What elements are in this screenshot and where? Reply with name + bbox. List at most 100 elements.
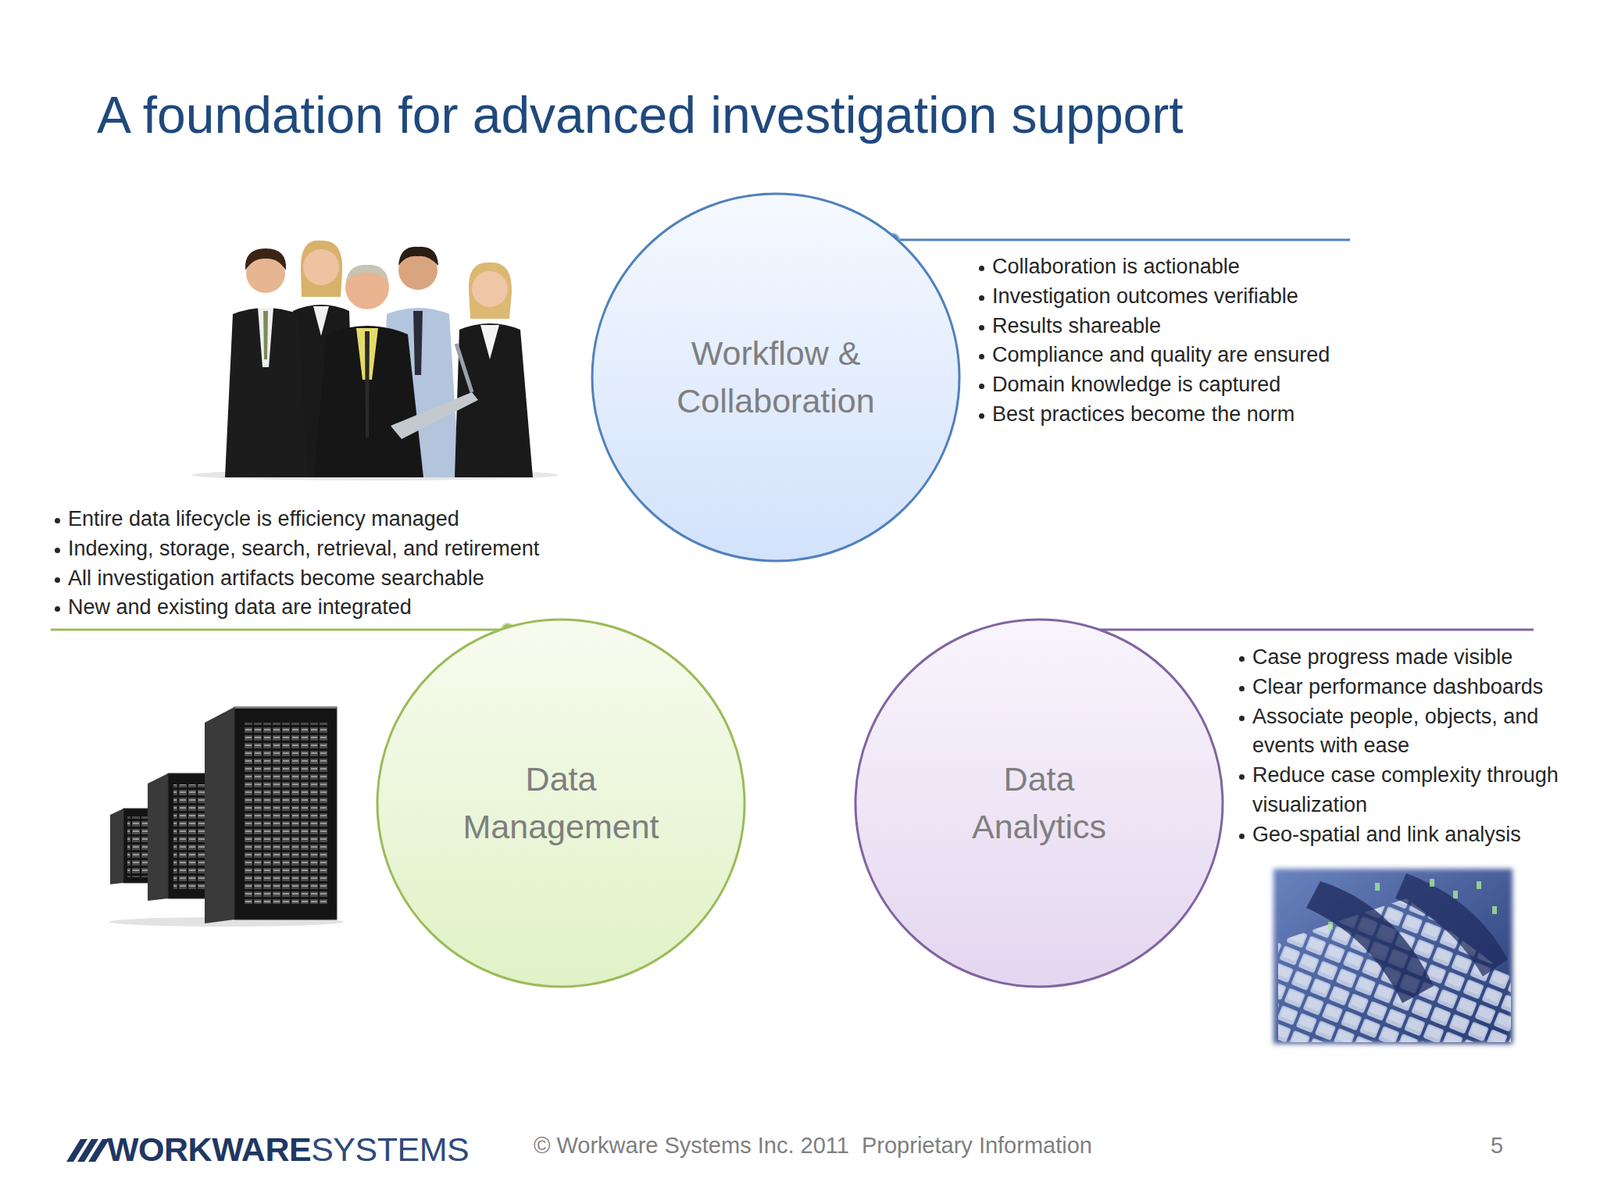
bullet-dot (54, 547, 61, 554)
server-side (147, 773, 168, 901)
person-hair (245, 248, 286, 271)
server-side (110, 808, 124, 885)
server-racks (109, 707, 344, 927)
server-edge (234, 707, 337, 709)
topic-circle: Data Analytics (853, 617, 1225, 989)
person-hair (398, 246, 439, 266)
bullet-text: Investigation outcomes verifiable (992, 284, 1299, 308)
bullet-text: New and existing data are integrated (67, 595, 412, 619)
digit-glow (1453, 890, 1458, 899)
topic-circle: Workflow & Collaboration (590, 192, 961, 563)
person-shirt (313, 306, 329, 336)
bullet-list: Case progress made visibleClear performa… (1237, 642, 1570, 850)
people-photo (191, 240, 559, 481)
circle-outline (590, 192, 961, 563)
laptop-screen (456, 343, 472, 393)
circle-outline (375, 617, 747, 989)
company-logo: WORKWARESYSTEMS (107, 1132, 469, 1167)
person-shirt (257, 307, 274, 368)
leader-line (50, 628, 508, 632)
bullet-dot (978, 265, 985, 272)
digit-glow (1492, 906, 1497, 915)
person-tie (413, 310, 423, 375)
bullet-text: Geo-spatial and link analysis (1252, 822, 1522, 847)
bullet-dot (1239, 715, 1245, 722)
person-body (225, 307, 308, 478)
circle-text: Data Management (451, 755, 671, 851)
circle-shape (377, 619, 745, 987)
bullet-item: Indexing, storage, search, retrieval, an… (53, 534, 679, 565)
bullet-dot (978, 413, 985, 419)
circle-label: Data Analytics (945, 755, 1133, 851)
bullet-dot (1239, 656, 1245, 662)
digit-glow (1375, 882, 1380, 891)
bullet-text: Clear performance dashboards (1252, 675, 1543, 699)
server-front (234, 707, 337, 920)
bullet-item: Case progress made visible (1237, 642, 1570, 673)
laptop (390, 392, 479, 440)
bullet-item: Entire data lifecycle is efficiency mana… (53, 504, 679, 535)
bullet-item: Best practices become the norm (977, 400, 1415, 430)
bullet-text: Collaboration is actionable (992, 254, 1240, 279)
bullet-dot (978, 353, 985, 360)
bullet-item: All investigation artifacts become searc… (53, 564, 679, 594)
server-bays (173, 784, 207, 891)
digit-glow (1328, 921, 1333, 930)
circle-shape (855, 619, 1223, 987)
bullet-item: Reduce case complexity through visualiza… (1237, 760, 1570, 821)
bullet-dot (54, 517, 61, 524)
person-head (303, 249, 340, 286)
slide-title: A foundation for advanced investigation … (96, 89, 1184, 141)
bullet-dot (978, 383, 985, 390)
photo-background (1273, 868, 1513, 1044)
bullet-dot (1239, 774, 1245, 780)
bullet-text: Best practices become the norm (992, 402, 1295, 426)
server-bays (243, 722, 328, 904)
circle-outline (853, 617, 1225, 989)
bullet-dot (1239, 685, 1245, 692)
bullet-text: Case progress made visible (1252, 645, 1513, 669)
copyright-note: © Workware Systems Inc. 2011 Proprietary… (533, 1132, 1093, 1158)
bullet-item: Associate people, objects, and events wi… (1237, 702, 1570, 762)
bullet-text: Results shareable (992, 314, 1161, 338)
bullet-item: New and existing data are integrated (53, 592, 679, 623)
bullet-dot (54, 606, 61, 612)
circle-text: Workflow & Collaboration (646, 329, 905, 425)
circle-shape (592, 193, 960, 561)
page-number: 5 (1490, 1132, 1504, 1158)
server-side (204, 707, 235, 924)
circle-label: Workflow & Collaboration (646, 329, 905, 425)
bullet-list: Collaboration is actionableInvestigation… (977, 252, 1415, 430)
bullet-item: Investigation outcomes verifiable (977, 282, 1415, 312)
typing-hand (1395, 873, 1508, 977)
logo-word: SYSTEMS (310, 1130, 469, 1168)
bullet-text: Associate people, objects, and events wi… (1252, 704, 1539, 758)
bullet-text: Indexing, storage, search, retrieval, an… (67, 536, 540, 561)
bullet-text: Entire data lifecycle is efficiency mana… (67, 507, 460, 531)
digit-glow (1476, 881, 1482, 890)
footer-text: 5 (1490, 1134, 1504, 1158)
bullet-item: Domain knowledge is captured (977, 370, 1415, 400)
bullet-text: Reduce case complexity through visualiza… (1252, 763, 1559, 817)
server-front (123, 808, 152, 883)
logo-slash (88, 1139, 110, 1162)
bullet-text: Domain knowledge is captured (992, 372, 1281, 397)
bullet-text: All investigation artifacts become searc… (67, 566, 485, 590)
person-tie (263, 310, 268, 360)
bullet-list: Entire data lifecycle is efficiency mana… (53, 504, 679, 623)
bullet-item: Geo-spatial and link analysis (1237, 820, 1570, 850)
bullet-item: Collaboration is actionable (977, 252, 1415, 283)
person-head (471, 271, 508, 308)
person-hair (346, 264, 389, 282)
person-shirt (480, 325, 500, 360)
leader-line (892, 239, 1350, 242)
bullet-item: Results shareable (977, 311, 1415, 342)
server-bays (127, 816, 148, 878)
bullet-dot (978, 325, 985, 331)
circle-label: Data Management (451, 755, 671, 851)
logo-word: WORKWARE (107, 1130, 311, 1168)
person-body (314, 325, 424, 478)
leader-line (1076, 628, 1534, 632)
bullet-dot (54, 577, 61, 583)
bullet-dot (1239, 833, 1245, 840)
